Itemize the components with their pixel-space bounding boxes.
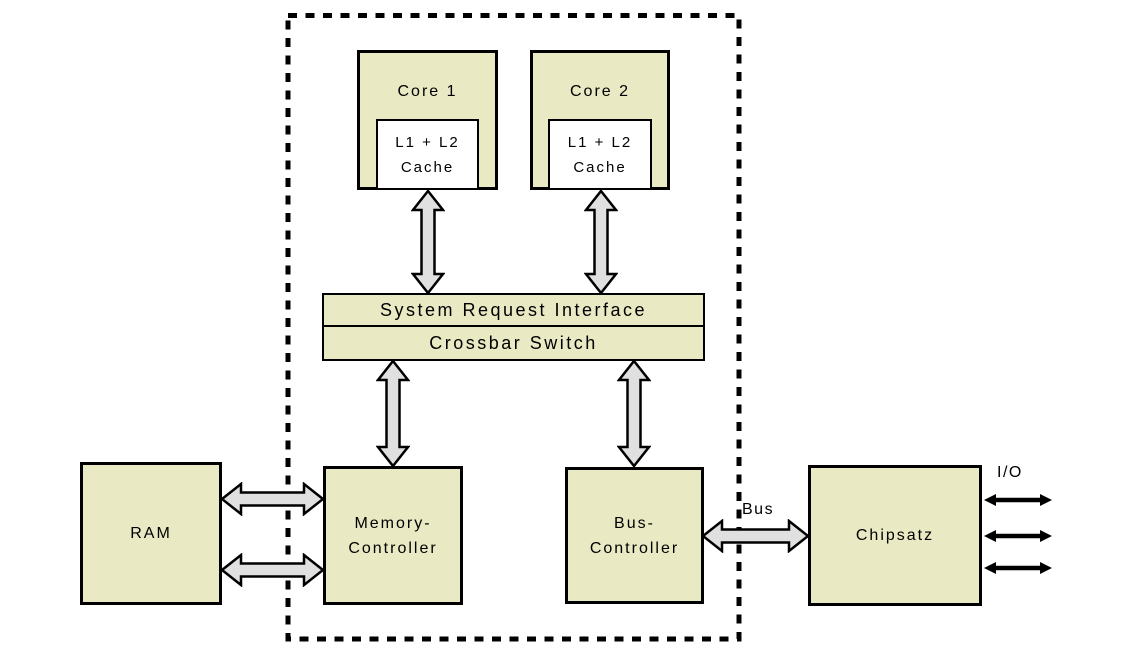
ram-label: RAM: [130, 525, 172, 542]
arrow-cache2-sri: [584, 189, 618, 295]
memory-controller-line1: Memory-: [354, 514, 432, 532]
memory-controller-label: Memory- Controller: [348, 511, 437, 561]
arrow-cache1-sri: [411, 189, 445, 295]
memory-controller-box: Memory- Controller: [323, 466, 463, 605]
arrow-ram-memory-controller-2: [220, 553, 325, 587]
cache2-line2: Cache: [573, 158, 627, 176]
cache1-line2: Cache: [400, 158, 455, 176]
arrow-crossbar-memory-controller: [376, 359, 410, 468]
bus-controller-line2: Controller: [589, 539, 680, 557]
bus-controller-box: Bus- Controller: [565, 467, 704, 604]
bus-controller-label: Bus- Controller: [590, 511, 679, 561]
chipsatz-box: Chipsatz: [808, 465, 982, 606]
cache2-line1: L1 + L2: [567, 133, 633, 151]
io-arrow-1: [984, 494, 1052, 506]
chipsatz-label: Chipsatz: [855, 527, 935, 544]
memory-controller-line2: Controller: [348, 539, 438, 557]
cache2-box: L1 + L2 Cache: [548, 119, 652, 190]
bus-controller-line1: Bus-: [614, 514, 655, 532]
arrow-ram-memory-controller-1: [220, 482, 325, 516]
crossbar-switch-bar: Crossbar Switch: [322, 327, 705, 361]
core1-label: Core 1: [397, 83, 458, 100]
cache1-box: L1 + L2 Cache: [376, 119, 479, 190]
ram-box: RAM: [80, 462, 222, 605]
arrow-bus-controller-chipsatz: [701, 519, 810, 553]
io-label: I/O: [997, 464, 1023, 481]
sri-label: System Request Interface: [379, 299, 648, 320]
bus-label: Bus: [742, 501, 775, 518]
cache1-line1: L1 + L2: [395, 133, 460, 151]
crossbar-label: Crossbar Switch: [429, 332, 598, 353]
system-request-interface-bar: System Request Interface: [322, 293, 705, 327]
io-arrow-2: [984, 530, 1052, 542]
io-arrow-3: [984, 562, 1052, 574]
arrow-crossbar-bus-controller: [617, 359, 651, 468]
core2-label: Core 2: [569, 83, 631, 100]
